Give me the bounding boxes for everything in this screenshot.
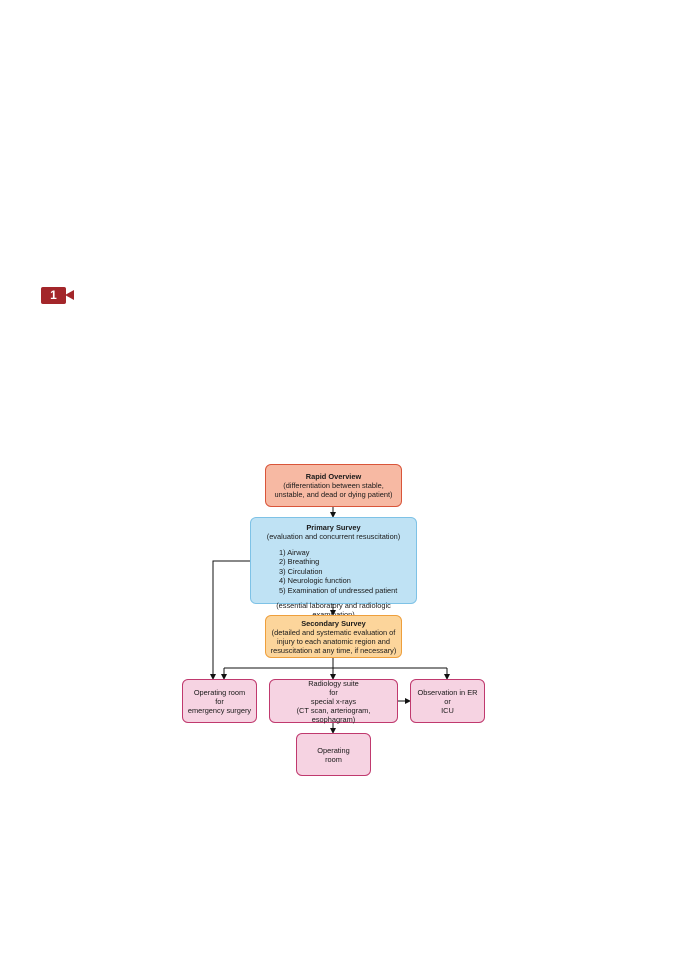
radiology-suite-line1: Radiology suite <box>308 678 359 688</box>
rapid-overview-title: Rapid Overview <box>305 472 362 481</box>
primary-survey-step: 3) Circulation <box>279 566 323 576</box>
radiology-suite-box: Radiology suite for special x-rays (CT s… <box>269 678 398 724</box>
radiology-suite-line3: special x-rays <box>310 696 357 706</box>
operating-room-emergency-box: Operating room for emergency surgery <box>182 679 257 723</box>
primary-survey-step: 1) Airway <box>279 548 310 557</box>
rapid-overview-line1: (differentiation between stable, <box>283 481 384 490</box>
rapid-overview-box: Rapid Overview (differentiation between … <box>265 464 402 507</box>
radiology-suite-line2: for <box>329 687 338 697</box>
operating-room-emergency-line2: for <box>215 696 224 706</box>
secondary-survey-line1: (detailed and systematic evaluation of <box>271 627 396 637</box>
rapid-overview-line2: unstable, and dead or dying patient) <box>274 490 393 499</box>
observation-box: Observation in ER or ICU <box>410 679 485 723</box>
primary-survey-title: Primary Survey <box>306 523 361 532</box>
connector-primary-to-emergency-or <box>210 560 250 680</box>
secondary-survey-box: Secondary Survey (detailed and systemati… <box>265 615 402 658</box>
observation-line2: or <box>444 696 451 706</box>
primary-survey-box: Primary Survey (evaluation and concurren… <box>250 517 417 619</box>
video-badge[interactable]: 1 <box>41 287 75 304</box>
video-number-badge: 1 <box>41 287 66 304</box>
primary-survey-steps: 1) Airway 2) Breathing 3) Circulation 4)… <box>279 548 397 595</box>
operating-room-line2: room <box>325 754 342 764</box>
primary-survey-step: 4) Neurologic function <box>279 576 351 586</box>
observation-line1: Observation in ER <box>417 687 478 697</box>
radiology-suite-line4: (CT scan, arteriogram, esophagram) <box>296 705 371 724</box>
primary-survey-subtitle: (evaluation and concurrent resuscitation… <box>266 532 401 541</box>
secondary-survey-line2: injury to each anatomic region and <box>277 636 390 646</box>
primary-survey-step: 2) Breathing <box>279 557 320 567</box>
operating-room-box: Operating room <box>296 733 371 776</box>
primary-survey-step: 5) Examination of undressed patient <box>279 585 398 595</box>
operating-room-emergency-line3: emergency surgery <box>187 705 252 715</box>
secondary-survey-line3: resuscitation at any time, if necessary) <box>270 645 397 655</box>
operating-room-line1: Operating <box>317 745 350 755</box>
secondary-survey-title: Secondary Survey <box>301 618 366 628</box>
observation-line3: ICU <box>441 705 454 715</box>
operating-room-emergency-line1: Operating room <box>193 687 246 697</box>
primary-survey-footer: (essential laboratory and radiologic exa… <box>276 601 391 619</box>
video-camera-icon <box>65 290 74 300</box>
